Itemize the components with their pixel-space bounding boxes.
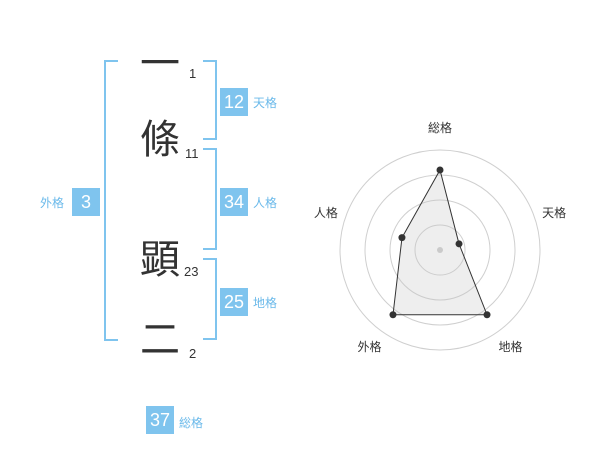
radar-points (389, 166, 491, 319)
radar-axis-label-chikaku: 地格 (499, 339, 523, 354)
gaikaku-label: 外格 (40, 196, 65, 210)
radar-axis-label-tenkaku: 天格 (542, 205, 566, 220)
tenkaku-value: 12 (220, 88, 248, 116)
name-char-1: 一 (140, 41, 180, 87)
name-char-4: 二 (140, 317, 180, 363)
radar-ring-4 (339, 149, 541, 351)
radar-point-tenkaku (455, 240, 463, 248)
gaikaku-bracket (104, 60, 118, 341)
radar-ring-2 (389, 199, 491, 301)
jinkaku-value: 34 (220, 188, 248, 216)
radar-point-gaikaku (389, 311, 397, 319)
gaikaku-value: 3 (72, 188, 100, 216)
radar-point-chikaku (483, 311, 491, 319)
radar-center-dot (437, 247, 443, 253)
stroke-count-2: 11 (185, 146, 199, 161)
radar-data-area (392, 168, 488, 316)
radar-axis-label-gaikaku: 外格 (357, 339, 381, 354)
stroke-count-1: 1 (189, 66, 197, 81)
name-char-2: 條 (140, 117, 180, 163)
radar-ring-3 (364, 174, 516, 326)
soukaku-label: 総格 (179, 416, 204, 430)
radar-polygon (392, 168, 488, 316)
chikaku-label: 地格 (253, 296, 278, 310)
chikaku-value: 25 (220, 288, 248, 316)
tenkaku-bracket (203, 60, 217, 140)
radar-point-soukaku (436, 166, 444, 174)
stroke-count-3: 23 (184, 264, 199, 279)
chikaku-bracket (203, 258, 217, 340)
radar-axis-label-jinkaku: 人格 (314, 205, 338, 220)
soukaku-value: 37 (146, 406, 174, 434)
tenkaku-label: 天格 (253, 96, 278, 110)
jinkaku-bracket (203, 148, 217, 250)
name-char-3: 顕 (140, 237, 180, 283)
jinkaku-label: 人格 (253, 196, 278, 210)
radar-axis-label-soukaku: 総格 (428, 120, 452, 135)
stroke-count-4: 2 (189, 346, 197, 361)
radar-point-jinkaku (398, 234, 406, 242)
radar-grid (339, 149, 541, 351)
radar-ring-1 (414, 224, 466, 276)
